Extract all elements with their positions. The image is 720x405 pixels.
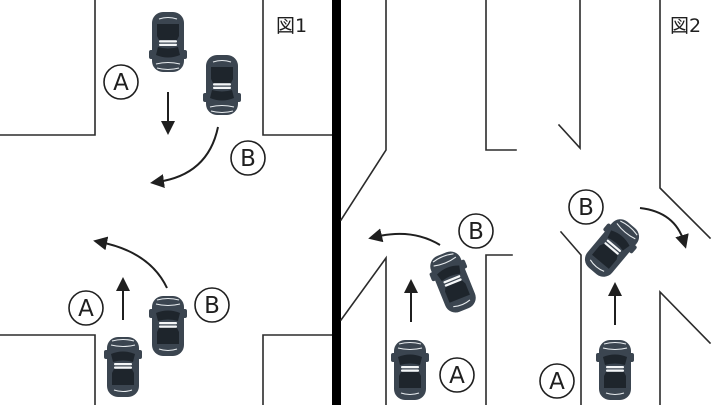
car-icon <box>423 246 483 318</box>
marker-a: A <box>439 357 475 393</box>
panel-divider <box>332 0 341 405</box>
arrow-icon <box>150 126 219 188</box>
arrow-icon <box>368 228 441 246</box>
svg-text:A: A <box>449 363 465 389</box>
car-icon <box>148 11 188 73</box>
marker-a: A <box>103 64 139 100</box>
svg-text:A: A <box>113 70 129 96</box>
car-icon <box>202 54 242 116</box>
car-icon <box>148 295 188 357</box>
svg-text:B: B <box>204 293 220 319</box>
marker-b: B <box>230 140 266 176</box>
car-icon <box>390 339 430 401</box>
marker-a: A <box>539 363 575 399</box>
svg-text:B: B <box>240 146 256 172</box>
figure-1: 図1 A B A B <box>0 0 333 405</box>
svg-text:A: A <box>549 369 565 395</box>
marker-b: B <box>194 287 230 323</box>
figure-2-roads <box>339 0 712 405</box>
figure-1-title: 図1 <box>276 15 307 37</box>
car-icon <box>103 336 143 398</box>
svg-text:A: A <box>78 296 94 322</box>
figure-2: 図2 B A B A <box>339 0 712 405</box>
svg-text:B: B <box>468 219 484 245</box>
figure-1-roads <box>0 0 333 405</box>
arrow-icon <box>639 207 689 249</box>
car-icon <box>595 339 635 401</box>
figure-2-title: 図2 <box>670 15 701 37</box>
svg-text:B: B <box>578 195 594 221</box>
marker-b: B <box>458 213 494 249</box>
marker-a: A <box>68 290 104 326</box>
arrow-icon <box>93 236 168 289</box>
marker-b: B <box>568 189 604 225</box>
